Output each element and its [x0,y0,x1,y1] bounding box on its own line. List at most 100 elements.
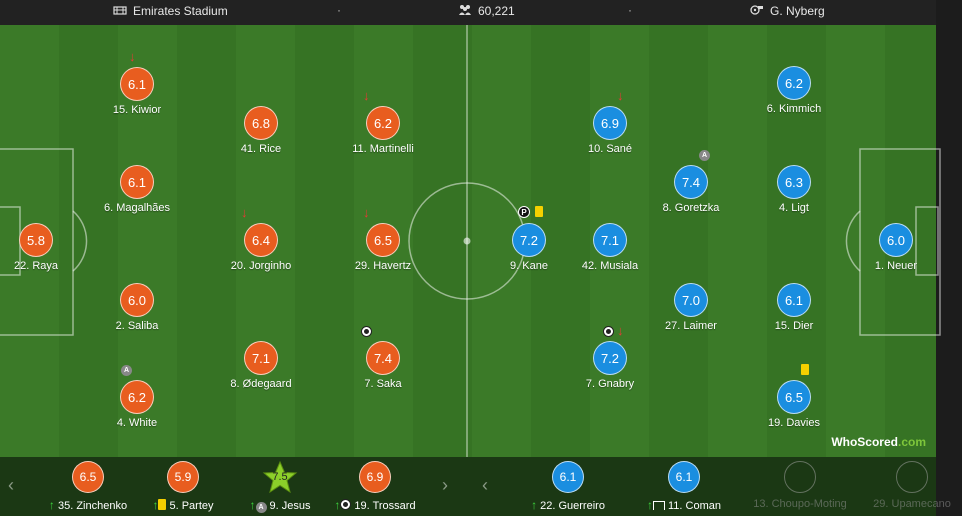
player-jorginho[interactable]: ↓ 6.4 20. Jorginho [216,206,306,272]
stadium-name: Emirates Stadium [133,4,228,18]
player-name: 9. Kane [510,260,548,272]
arrow-up-icon: ↑ [531,498,538,512]
player-odegaard[interactable]: 7.1 8. Ødegaard [216,341,306,390]
player-white[interactable]: A 6.2 4. White [92,365,182,429]
stadium-info: Emirates Stadium [113,4,228,18]
yellow-card-icon [158,499,167,510]
rating-circle: 6.1 [552,461,584,493]
whoscored-logo: WhoScored.com [831,435,926,449]
player-ligt[interactable]: 6.3 4. Ligt [749,165,839,214]
rating-circle: 6.4 [244,223,278,257]
pitch: ↓ 6.1 15. Kiwior 6.1 6. Magalhães 6.0 2.… [0,25,941,457]
player-name: 15. Dier [774,320,814,332]
player-name: 2. Saliba [115,320,159,332]
penalty-icon: P [518,206,530,218]
arrow-down-icon: ↓ [241,205,248,220]
player-name: ↑ 22. Guerreiro [531,498,605,512]
player-kane[interactable]: P 7.2 9. Kane [484,206,574,272]
goal-ball-icon [361,326,372,340]
player-name: 22. Raya [13,260,59,272]
player-name: 10. Sané [587,143,633,155]
man-of-the-match-star-icon: 7.5 [262,460,298,494]
player-musiala[interactable]: 7.1 42. Musiala [565,223,655,272]
player-name: 8. Ødegaard [230,378,292,390]
player-saka[interactable]: 7.4 7. Saka [338,326,428,390]
player-name: 1. Neuer [874,260,918,272]
player-neuer[interactable]: 6.0 1. Neuer [851,223,941,272]
player-name: ↑5. Partey [152,498,214,512]
player-name: ↑19. Trossard [334,498,416,512]
empty-rating-circle [784,461,816,493]
rating-circle: 6.1 [120,67,154,101]
player-kiwior[interactable]: ↓ 6.1 15. Kiwior [92,50,182,116]
chevron-left-icon[interactable]: ‹ [482,475,488,495]
assist-icon: A [699,149,710,161]
player-rice[interactable]: 6.8 41. Rice [216,106,306,155]
rating-circle: 6.2 [777,66,811,100]
arrow-down-icon: ↓ [617,88,624,103]
arrow-down-icon: ↓ [617,323,624,338]
player-gnabry[interactable]: ↓ 7.2 7. Gnabry [565,324,655,390]
rating-circle: 6.0 [879,223,913,257]
rating-circle: 7.0 [674,283,708,317]
chevron-left-icon[interactable]: ‹ [8,475,14,495]
rating-circle: 6.2 [120,380,154,414]
player-havertz[interactable]: ↓ 6.5 29. Havertz [338,206,428,272]
sub-partey[interactable]: 5.9 ↑5. Partey [133,461,233,512]
rating-circle: 6.3 [777,165,811,199]
yellow-card-icon [535,206,543,220]
sub-trossard[interactable]: 6.9 ↑19. Trossard [325,461,425,512]
sub-upamecano[interactable]: 29. Upamecano [862,461,962,510]
player-davies[interactable]: 6.5 19. Davies [749,364,839,429]
player-name: 4. Ligt [779,202,809,214]
rating-circle: 5.9 [167,461,199,493]
sub-guerreiro[interactable]: 6.1 ↑ 22. Guerreiro [518,461,618,512]
rating-circle: 7.4 [366,341,400,375]
player-name: 8. Goretzka [662,202,720,214]
rating-circle: 6.0 [120,283,154,317]
separator-dot: · [628,3,632,17]
stadium-icon [113,4,127,18]
rating-circle: 7.2 [512,223,546,257]
player-name: 4. White [116,417,158,429]
sub-coman[interactable]: 6.1 ↑11. Coman [634,461,734,512]
player-magalhaes[interactable]: 6.1 6. Magalhães [92,165,182,214]
rating-circle: 6.5 [777,380,811,414]
player-name: 7. Saka [364,378,402,390]
match-info-bar: Emirates Stadium · 60,221 · G. Nyberg [0,0,936,25]
player-name: 27. Laimer [665,320,717,332]
player-name: 29. Upamecano [873,498,951,510]
player-dier[interactable]: 6.1 15. Dier [749,283,839,332]
player-name: 20. Jorginho [230,260,292,272]
rating-circle: 6.2 [366,106,400,140]
player-name: 29. Havertz [354,260,412,272]
player-martinelli[interactable]: ↓ 6.2 11. Martinelli [338,89,428,155]
rating-circle: 5.8 [19,223,53,257]
rating-circle: 6.9 [359,461,391,493]
sub-zinchenko[interactable]: 6.5 ↑ 35. Zinchenko [38,461,138,512]
rating-circle: 6.1 [777,283,811,317]
player-sane[interactable]: ↓ 6.9 10. Sané [565,89,655,155]
sub-choupo-moting[interactable]: 13. Choupo-Moting [750,461,850,510]
arrow-up-icon: ↑ [249,498,256,512]
rating-circle: 6.5 [366,223,400,257]
player-name: ↑ 35. Zinchenko [48,498,128,512]
substitutes-bar: ‹ › ‹ 6.5 ↑ 35. Zinchenko 5.9 ↑5. Partey… [0,457,951,516]
player-saliba[interactable]: 6.0 2. Saliba [92,283,182,332]
whistle-icon [750,4,764,18]
player-name: 42. Musiala [581,260,639,272]
chevron-right-icon[interactable]: › [442,475,448,495]
player-raya[interactable]: 5.8 22. Raya [0,223,81,272]
arrow-up-icon: ↑ [152,498,159,512]
player-name: 15. Kiwior [112,104,162,116]
player-kimmich[interactable]: 6.2 6. Kimmich [749,66,839,115]
goal-ball-icon [340,499,352,510]
assist-icon: A [121,364,132,376]
attendance-info: 60,221 [458,4,515,18]
player-name: 7. Gnabry [585,378,635,390]
player-goretzka[interactable]: A 7.4 8. Goretzka [646,150,736,214]
player-laimer[interactable]: 7.0 27. Laimer [646,283,736,332]
player-name: 6. Magalhães [103,202,171,214]
rating-circle: 7.2 [593,341,627,375]
